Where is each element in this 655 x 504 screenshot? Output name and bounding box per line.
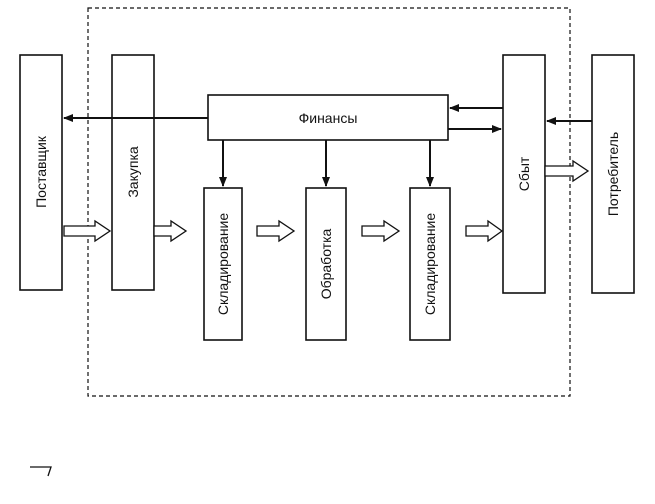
processing-to-warehousing-flow-arrow <box>361 219 401 243</box>
sales-to-consumer-flow-arrow <box>544 159 590 183</box>
sales-node: Сбыт <box>502 54 546 294</box>
enterprise-boundary <box>87 7 571 397</box>
processing-node: Обработка <box>305 187 347 341</box>
warehousing-1-label: Складирование <box>215 213 231 316</box>
warehousing-1-node: Складирование <box>203 187 243 341</box>
warehousing-2-node: Складирование <box>409 187 451 341</box>
finance-node: Финансы <box>207 94 449 141</box>
warehousing-2-label: Складирование <box>422 213 438 316</box>
finance-label: Финансы <box>299 110 358 126</box>
consumer-label: Потребитель <box>605 132 621 216</box>
supplier-node: Поставщик <box>19 54 63 291</box>
supplier-label: Поставщик <box>33 135 49 208</box>
sales-label: Сбыт <box>516 156 532 191</box>
stray-mark <box>30 466 52 477</box>
warehousing-to-processing-flow-arrow <box>256 219 296 243</box>
processing-label: Обработка <box>318 228 334 299</box>
warehousing-to-sales-flow-arrow <box>465 219 504 243</box>
purchasing-node: Закупка <box>111 54 155 291</box>
consumer-node: Потребитель <box>591 54 635 294</box>
purchasing-label: Закупка <box>125 146 141 198</box>
supplier-to-purchasing-flow-arrow <box>63 219 112 243</box>
purchasing-to-warehousing-flow-arrow <box>153 219 188 243</box>
